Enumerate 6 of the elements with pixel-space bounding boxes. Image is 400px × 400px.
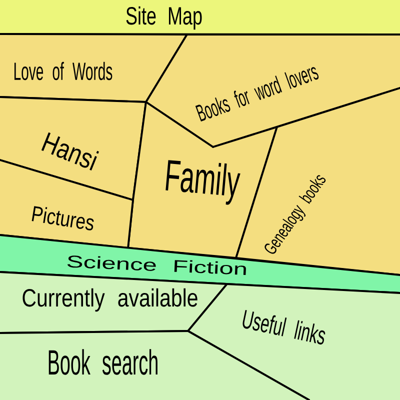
map-region: Hansi <box>0 96 147 201</box>
node-label: Book search <box>48 349 158 375</box>
map-region: Site Map <box>0 0 400 36</box>
map-region: Love of Words <box>0 33 188 103</box>
node-label: Pictures <box>32 206 94 230</box>
node-label: Love of Words <box>14 62 112 80</box>
